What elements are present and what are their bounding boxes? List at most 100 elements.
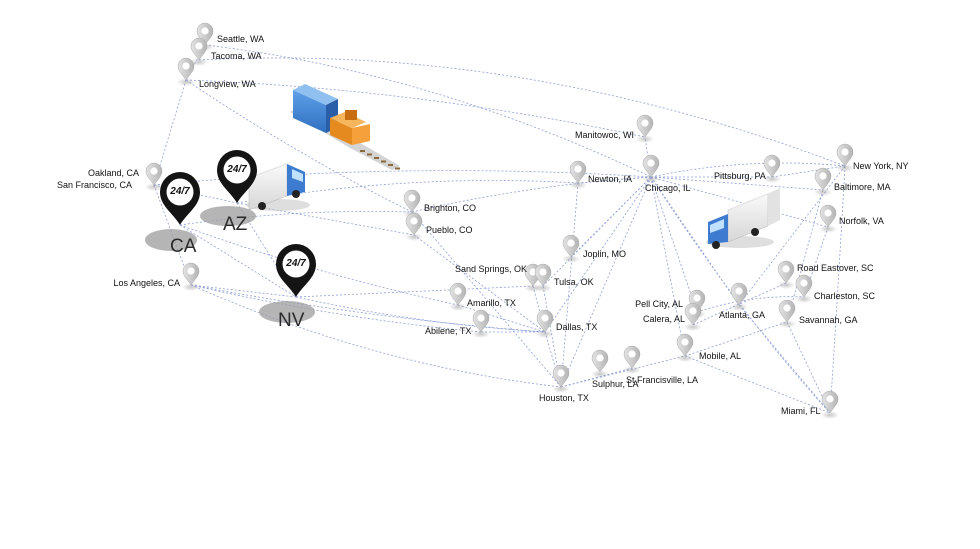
route-line [560, 176, 652, 388]
map-pin-icon [145, 162, 163, 191]
route-line [179, 224, 297, 298]
route-line [738, 165, 846, 306]
map-pin-icon [177, 57, 195, 86]
map-pin-icon [472, 309, 490, 338]
map-pin-icon [821, 390, 839, 419]
city-label-dallas: Dallas, TX [556, 322, 597, 332]
route-line [190, 284, 562, 388]
route-line [803, 226, 829, 298]
city-label-charleston: Charleston, SC [814, 291, 876, 301]
route-line [179, 224, 459, 306]
vehicles [246, 84, 780, 249]
freight-train-icon [290, 84, 400, 170]
map-pin-icon [836, 143, 854, 172]
city-label-newton: Newton, IA [588, 174, 632, 184]
route-line [411, 211, 562, 388]
city-label-amarillo: Amarillo, TX [467, 298, 516, 308]
route-line [560, 182, 579, 388]
route-line [411, 176, 652, 213]
region-labels: CA AZ NV [170, 214, 305, 331]
city-label-sandsprings: Sand Springs, OK [455, 264, 527, 274]
map-pin-icon [449, 282, 467, 311]
hub-badge-ca: 24/7 [169, 186, 190, 197]
route-line [542, 176, 652, 287]
city-label-baltimore: Baltimore, MA [834, 182, 891, 192]
city-label-sulphur: Sulphur, LA [592, 379, 639, 389]
route-line [738, 304, 831, 414]
city-label-brighton: Brighton, CO [424, 203, 476, 213]
city-label-oakland: Oakland, CA [88, 168, 139, 178]
city-label-atlanta: Atlanta, GA [719, 310, 765, 320]
route-line [771, 165, 846, 178]
route-line [198, 57, 846, 167]
hub-badge-az: 24/7 [226, 164, 247, 175]
route-line [560, 355, 686, 388]
city-pins [145, 22, 854, 419]
map-pin-icon [795, 274, 813, 303]
map-pin-icon [676, 333, 694, 362]
route-line [204, 44, 652, 178]
region-label-nv: NV [278, 310, 305, 331]
map-pin-icon [552, 364, 570, 393]
route-line [413, 234, 546, 333]
map-pin-icon [405, 212, 423, 241]
city-label-newyork: New York, NY [853, 161, 909, 171]
city-label-calera: Calera, AL [643, 314, 685, 324]
route-line [190, 284, 297, 298]
city-label-savannah: Savannah, GA [799, 315, 858, 325]
route-line [829, 165, 846, 414]
map-pin-icon [730, 282, 748, 311]
route-line [696, 296, 805, 313]
city-label-pellcity: Pell City, AL [635, 299, 683, 309]
city-label-chicago: Chicago, IL [645, 183, 691, 193]
map-pin-icon [534, 263, 552, 292]
city-label-losangeles: Los Angeles, CA [113, 278, 180, 288]
route-line [295, 285, 534, 298]
city-label-mobile: Mobile, AL [699, 351, 741, 361]
map-pin-icon [569, 160, 587, 189]
hub-badge-nv: 24/7 [285, 258, 306, 269]
region-label-ca: CA [170, 236, 197, 257]
hub-pin-icon-nv [259, 244, 316, 323]
city-label-tacoma: Tacoma, WA [211, 51, 262, 61]
route-line [544, 176, 652, 333]
city-label-pueblo: Pueblo, CO [426, 225, 473, 235]
map-pin-icon [819, 204, 837, 233]
route-line [650, 176, 824, 191]
city-label-miami: Miami, FL [781, 406, 821, 416]
route-line [684, 355, 831, 414]
city-label-abilene: Abilene, TX [425, 326, 471, 336]
route-line [650, 176, 829, 228]
city-label-norfolk: Norfolk, VA [839, 216, 884, 226]
route-line [190, 284, 546, 333]
city-label-houston: Houston, TX [539, 393, 589, 403]
map-pin-icon [623, 345, 641, 374]
map-pin-icon [591, 349, 609, 378]
map-pin-icon [536, 309, 554, 338]
route-line [650, 176, 698, 313]
route-line [650, 176, 686, 357]
city-label-stfrancisville: St Francisville, LA [626, 375, 698, 385]
hub-pin-icon-az [200, 150, 257, 226]
delivery-truck-icon [706, 188, 780, 249]
city-label-roadeastover: Road Eastover, SC [797, 263, 874, 273]
map-pin-icon [778, 299, 796, 328]
map-pin-icon [642, 154, 660, 183]
route-line [295, 296, 546, 333]
map-pin-icon [684, 302, 702, 331]
route-lines [153, 44, 846, 414]
city-label-seattle: Seattle, WA [217, 34, 264, 44]
city-labels: Seattle, WA Tacoma, WA Longview, WA Oakl… [57, 34, 909, 416]
city-label-longview: Longview, WA [199, 79, 256, 89]
delivery-truck-icon [246, 158, 310, 211]
route-line [577, 176, 652, 184]
city-label-manitowoc: Manitowoc, WI [575, 130, 634, 140]
map-pin-icon [562, 234, 580, 263]
city-label-joplin: Joplin, MO [583, 249, 626, 259]
region-label-az: AZ [223, 214, 248, 235]
map-pin-icon [636, 114, 654, 143]
map-pin-icon [814, 167, 832, 196]
map-pin-icon [763, 154, 781, 183]
route-line [650, 162, 846, 178]
